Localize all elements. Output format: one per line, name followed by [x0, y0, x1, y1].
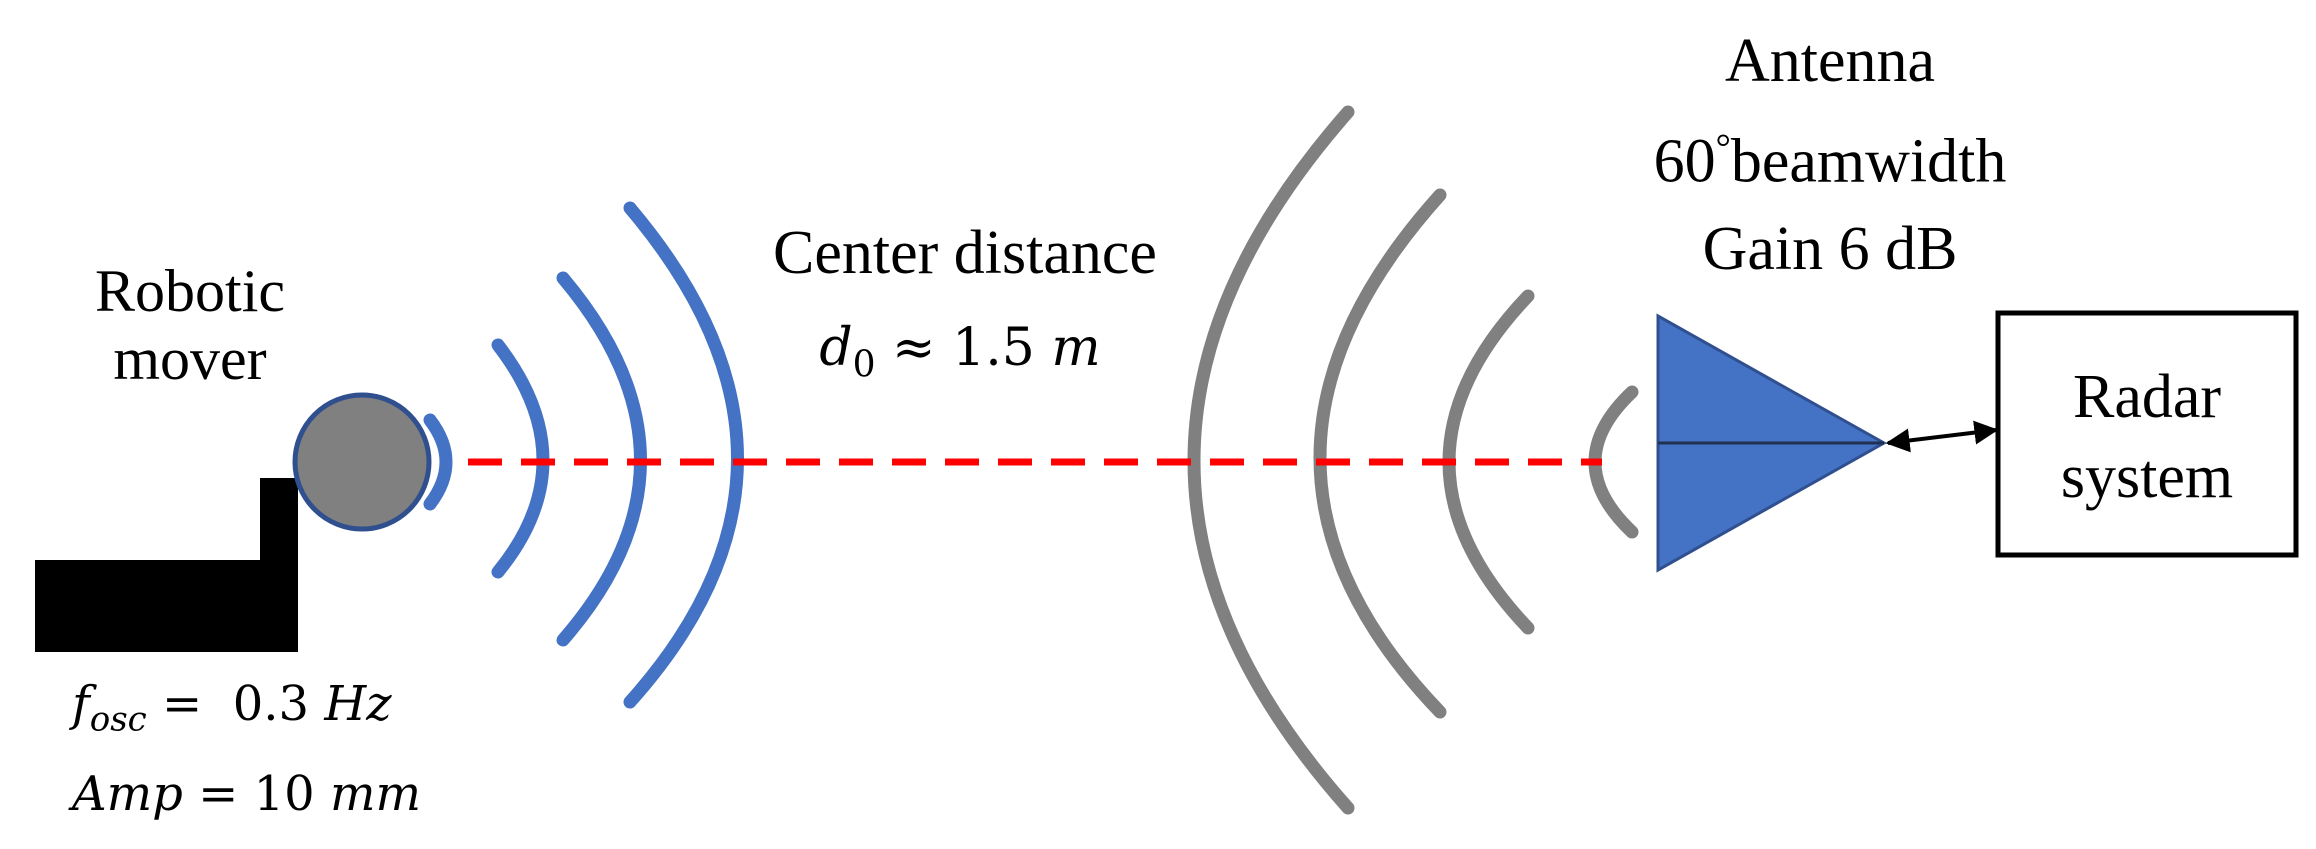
reflected-waves-blue — [423, 201, 744, 709]
degree-symbol: ° — [1715, 127, 1731, 169]
distance-symbol: d — [819, 318, 853, 378]
antenna-specs-label: Antenna 60°beamwidth Gain 6 dB — [1600, 18, 2060, 293]
gray-wave-2 — [1313, 188, 1447, 719]
fosc-symbol: f — [72, 676, 90, 732]
distance-subscript: 0 — [852, 344, 876, 386]
mover-target-circle — [292, 392, 432, 532]
gray-wave-1 — [1187, 105, 1355, 815]
blue-wave-4 — [623, 201, 744, 709]
center-distance-label: Center distance — [773, 219, 1157, 287]
antenna-label-line1: Antenna — [1724, 27, 1936, 95]
distance-equation: d0 ≈ 1.5 m — [760, 322, 1160, 383]
beamwidth-value: 60 — [1653, 127, 1716, 196]
antenna-label-line3: Gain 6 dB — [1702, 214, 1958, 283]
amp-equals: = 10 — [182, 766, 330, 822]
distance-approx: ≈ 1.5 — [875, 318, 1052, 378]
antenna-radar-connector-arrow — [1885, 420, 1999, 453]
robot-label: Robotic mover — [60, 257, 320, 393]
antenna-label-line2: 60°beamwidth — [1600, 105, 2060, 206]
fosc-equals: = 0.3 — [146, 676, 325, 732]
fosc-subscript: osc — [89, 699, 147, 740]
radar-system-label: Radar system — [2000, 357, 2294, 517]
distance-unit: m — [1051, 318, 1101, 378]
blue-wave-1 — [423, 413, 453, 511]
oscillation-frequency-equation: fosc = 0.3 Hz — [72, 680, 391, 737]
radar-system-box — [1995, 310, 2299, 558]
beamwidth-text: beamwidth — [1730, 127, 2007, 196]
robot-base — [35, 478, 298, 652]
fosc-unit: Hz — [324, 676, 392, 732]
amplitude-equation: Amp = 10 mm — [72, 770, 421, 818]
amp-unit: mm — [329, 766, 422, 822]
radar-label-line1: Radar — [2072, 363, 2222, 431]
robot-label-line2: mover — [113, 326, 267, 392]
radar-label-line2: system — [2060, 443, 2234, 511]
transmitted-waves-gray — [1187, 105, 1639, 815]
amp-symbol: Amp — [72, 766, 183, 822]
robot-label-line1: Robotic — [95, 258, 285, 324]
